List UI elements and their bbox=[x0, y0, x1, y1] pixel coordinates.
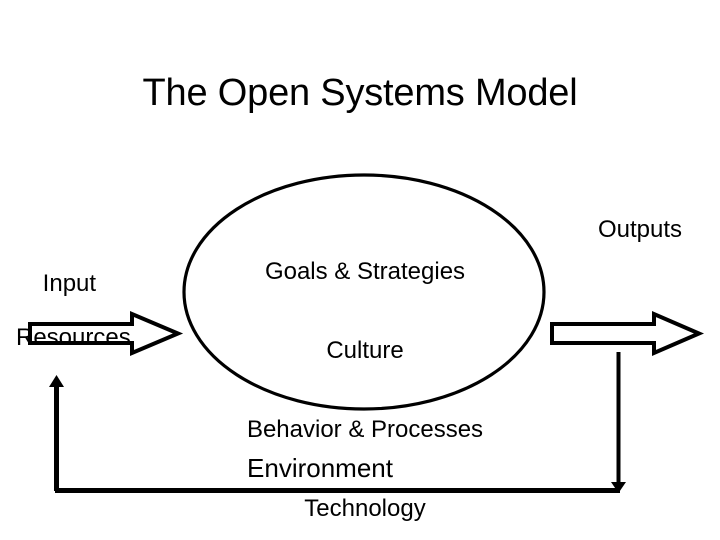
input-label-line2: Resources bbox=[16, 324, 131, 351]
list-item: Behavior & Processes bbox=[246, 416, 484, 443]
list-item: Culture bbox=[326, 337, 404, 364]
input-arrow-icon bbox=[28, 310, 184, 357]
arrow-down-icon bbox=[611, 482, 626, 493]
input-label-line1: Input bbox=[42, 270, 97, 297]
environment-label: Environment bbox=[247, 453, 393, 483]
arrow-up-icon bbox=[49, 375, 64, 387]
list-item: Goals & Strategies bbox=[264, 258, 466, 285]
outputs-label: Outputs bbox=[597, 216, 683, 243]
feedback-loop-path bbox=[49, 352, 626, 493]
system-ellipse bbox=[182, 173, 546, 411]
page-title: The Open Systems Model bbox=[142, 72, 578, 114]
list-item: Technology bbox=[304, 495, 426, 522]
output-arrow-icon bbox=[550, 310, 705, 357]
input-resources-label: Input Resources bbox=[16, 248, 181, 398]
system-components-list: Goals & Strategies Culture Behavior & Pr… bbox=[190, 212, 540, 540]
